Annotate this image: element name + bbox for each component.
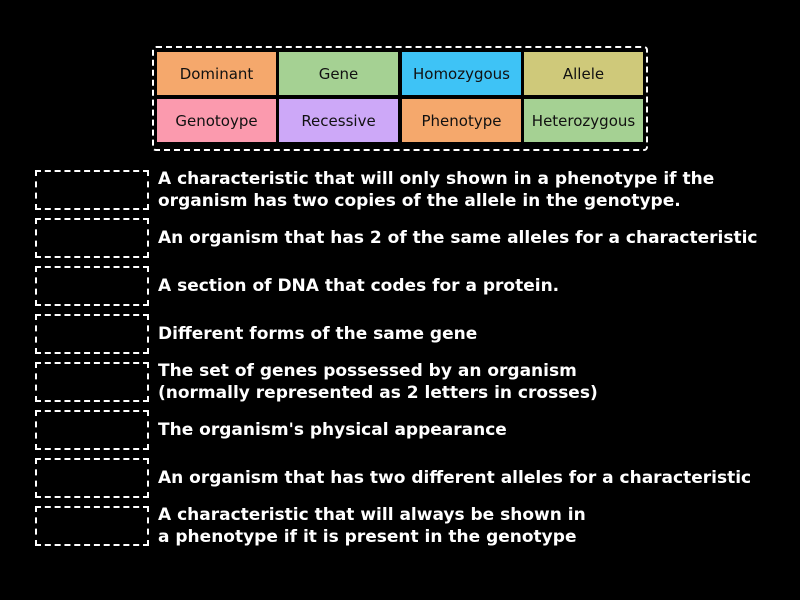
drop-zone[interactable] xyxy=(35,314,149,354)
clue-text: An organism that has 2 of the same allel… xyxy=(158,228,758,248)
clue-row: Different forms of the same gene xyxy=(35,314,795,354)
drop-zone[interactable] xyxy=(35,458,149,498)
drop-zone[interactable] xyxy=(35,506,149,546)
drop-zone[interactable] xyxy=(35,266,149,306)
answer-tile-dominant[interactable]: Dominant xyxy=(157,52,276,95)
drop-zone[interactable] xyxy=(35,170,149,210)
clue-row: The organism's physical appearance xyxy=(35,410,795,450)
clue-text: A characteristic that will always be sho… xyxy=(158,505,586,547)
answer-tile-phenotype[interactable]: Phenotype xyxy=(402,99,521,142)
drop-zone[interactable] xyxy=(35,218,149,258)
clue-row: A characteristic that will always be sho… xyxy=(35,505,795,547)
clue-row: A characteristic that will only shown in… xyxy=(35,169,795,211)
answer-tile-recessive[interactable]: Recessive xyxy=(279,99,398,142)
clue-row: A section of DNA that codes for a protei… xyxy=(35,266,795,306)
answer-tile-heterozygous[interactable]: Heterozygous xyxy=(524,99,643,142)
clue-row: An organism that has two different allel… xyxy=(35,458,795,498)
clue-row: An organism that has 2 of the same allel… xyxy=(35,218,795,258)
clue-text: A section of DNA that codes for a protei… xyxy=(158,276,560,296)
answer-tile-homozygous[interactable]: Homozygous xyxy=(402,52,521,95)
drop-zone[interactable] xyxy=(35,362,149,402)
clue-text: A characteristic that will only shown in… xyxy=(158,169,715,211)
word-bank xyxy=(152,46,648,151)
drop-zone[interactable] xyxy=(35,410,149,450)
answer-tile-gene[interactable]: Gene xyxy=(279,52,398,95)
answer-tile-allele[interactable]: Allele xyxy=(524,52,643,95)
clue-text: Different forms of the same gene xyxy=(158,324,478,344)
clue-row: The set of genes possessed by an organis… xyxy=(35,361,795,403)
clue-text: An organism that has two different allel… xyxy=(158,468,752,488)
answer-tile-genotoype[interactable]: Genotoype xyxy=(157,99,276,142)
clue-text: The organism's physical appearance xyxy=(158,420,507,440)
clue-text: The set of genes possessed by an organis… xyxy=(158,361,598,403)
